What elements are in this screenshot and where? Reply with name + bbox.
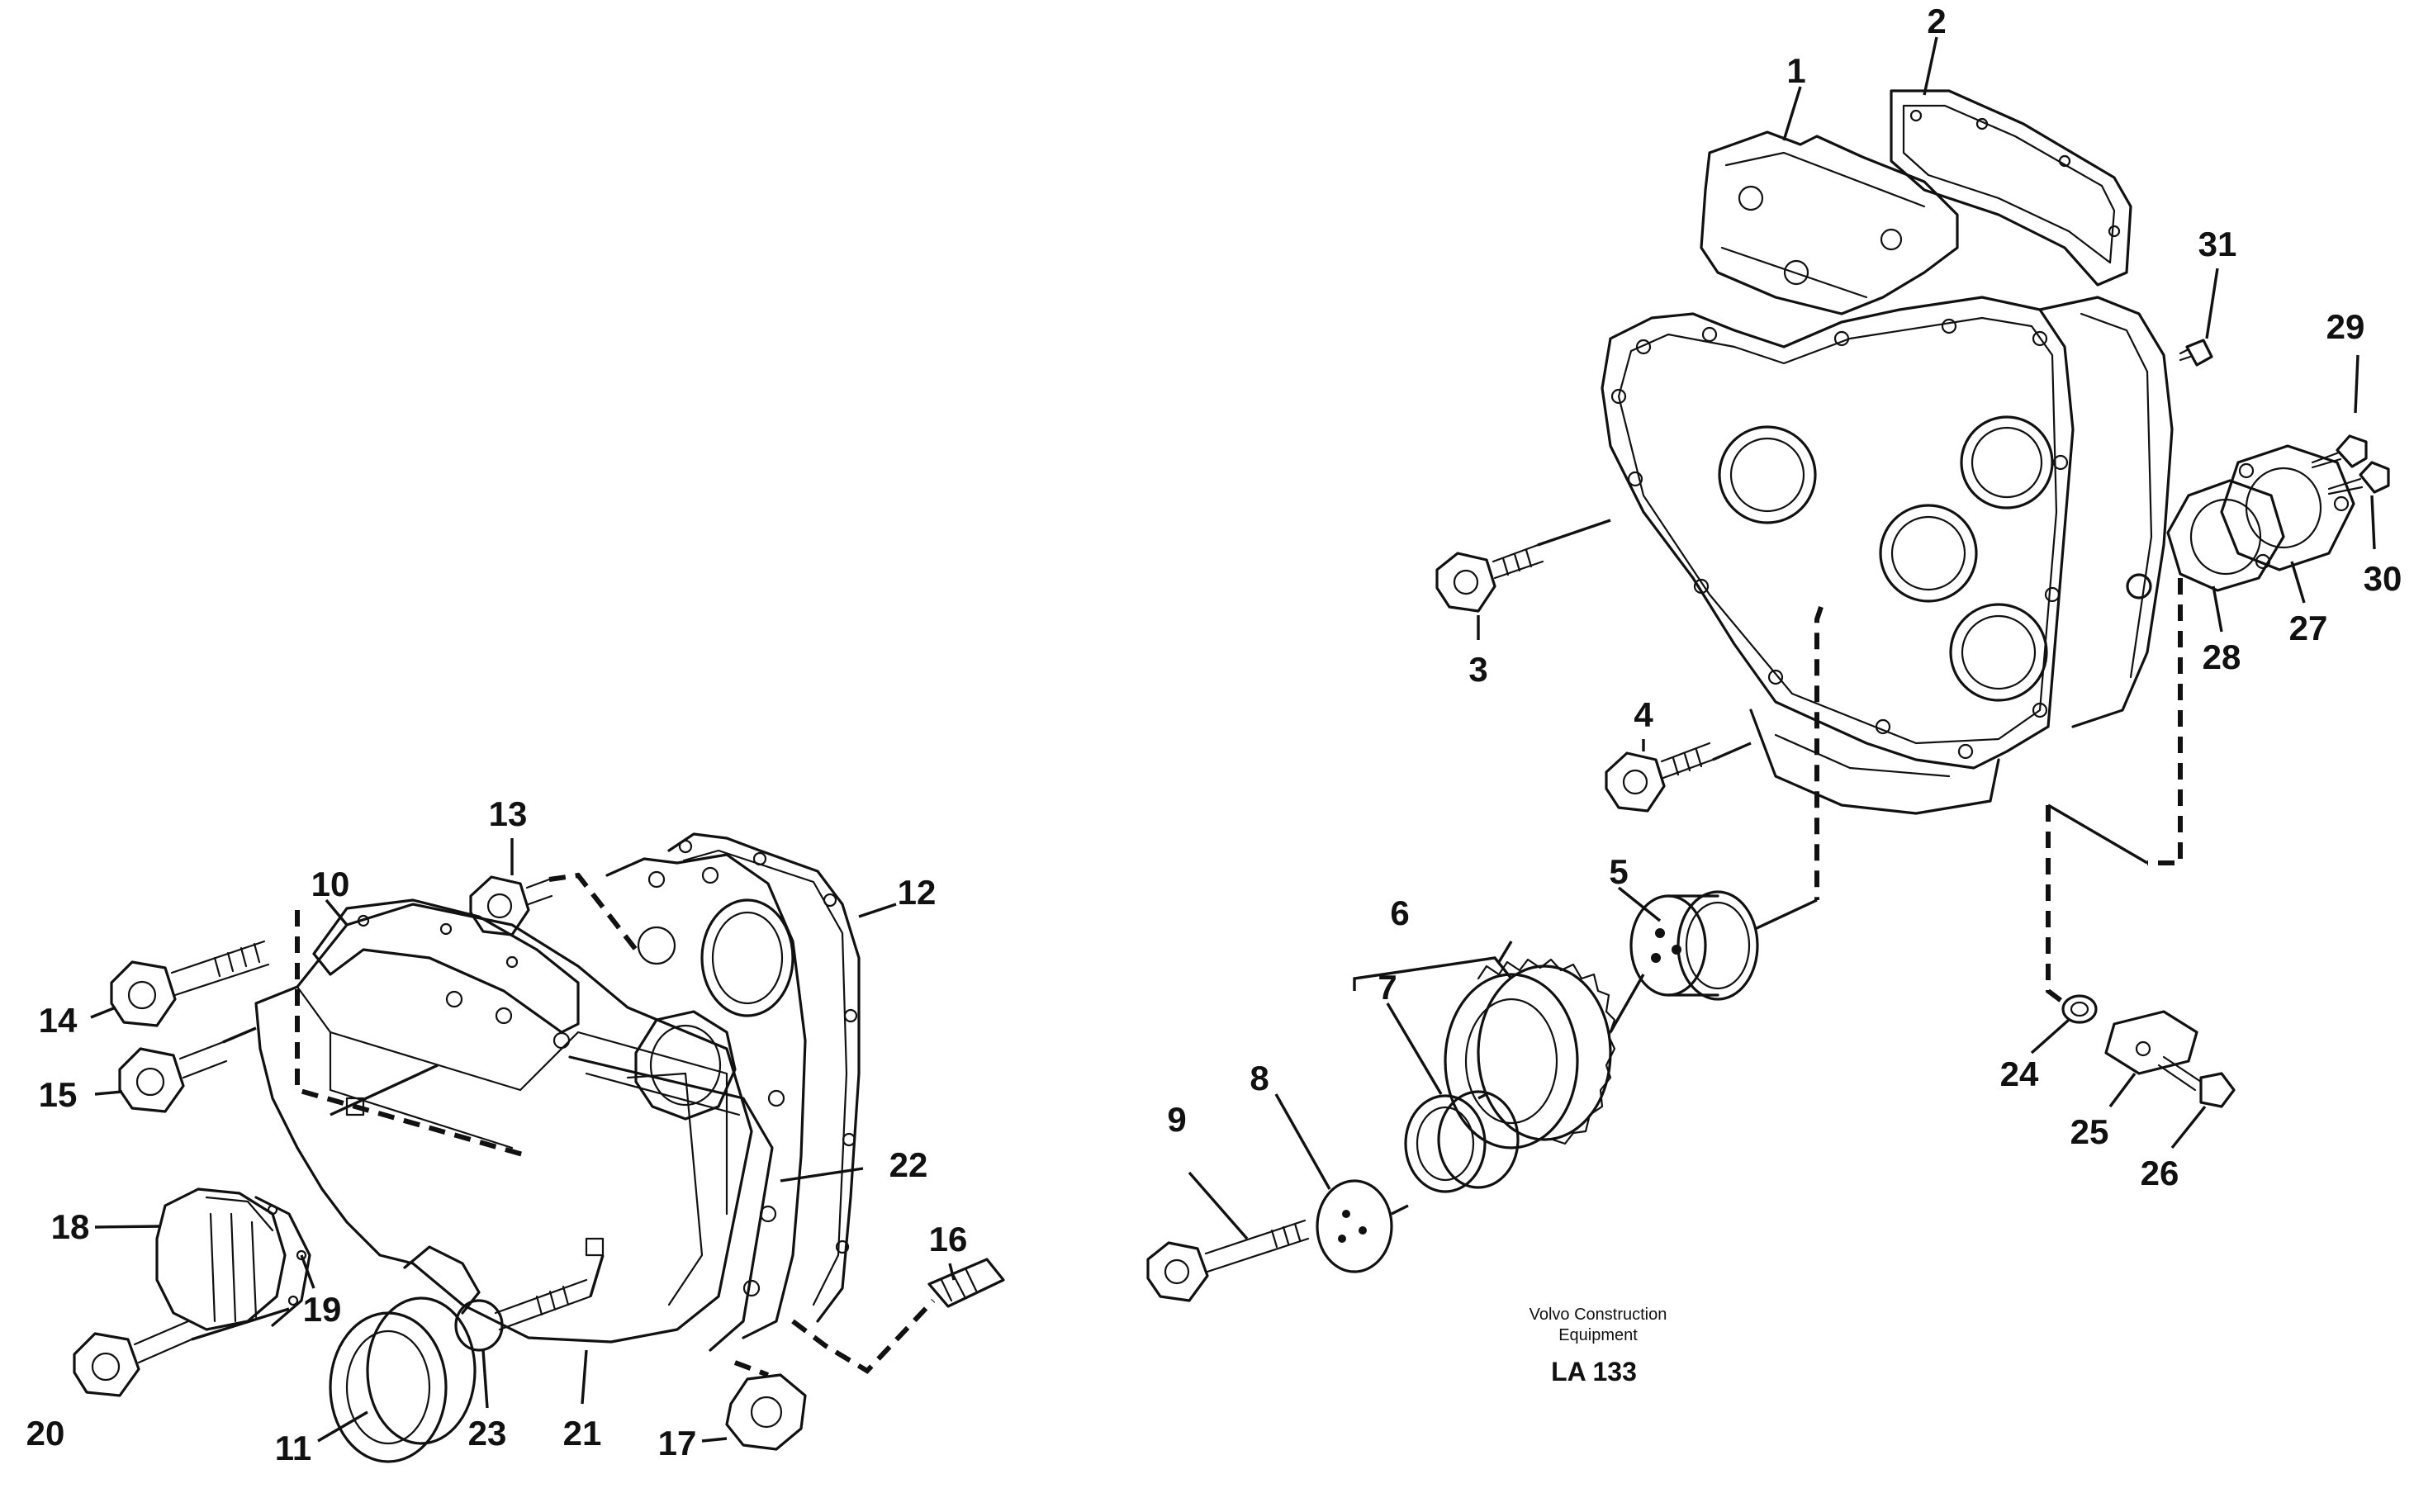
bolt-9	[1146, 1219, 1310, 1302]
callout-25: 25	[2070, 1112, 2109, 1151]
cap-gasket	[254, 1196, 311, 1327]
seal-housing	[634, 1010, 737, 1121]
callout-17: 17	[658, 1424, 697, 1462]
idler-gear	[1444, 958, 1616, 1149]
callout-21: 21	[563, 1414, 602, 1453]
callout-14: 14	[39, 1001, 78, 1040]
front-plate-gasket	[667, 832, 861, 1323]
sensor-flange	[2220, 444, 2355, 571]
drawing-code: LA 133	[1551, 1357, 1637, 1386]
bolt-20	[73, 1320, 193, 1397]
credit-line-2: Equipment	[1558, 1326, 1638, 1344]
callout-23: 23	[468, 1414, 507, 1453]
callout-27: 27	[2289, 609, 2328, 647]
callout-28: 28	[2203, 638, 2241, 676]
callout-12: 12	[898, 873, 937, 912]
bolt-3	[1435, 543, 1544, 613]
bolt-15	[118, 1040, 228, 1113]
callout-4: 4	[1634, 695, 1653, 734]
bolt-30	[2327, 461, 2390, 495]
oil-filler-cap	[155, 1187, 287, 1331]
nut-17	[725, 1373, 807, 1451]
callout-8: 8	[1250, 1059, 1269, 1097]
front-plate	[605, 853, 807, 1339]
timing-gear-casing	[1601, 130, 2174, 815]
credit-block: Volvo Construction Equipment LA 133	[1529, 1306, 1667, 1386]
callout-labels: 1 2 3 4 5 6 7 8 9 10 11 12 13 14 15 16 1…	[26, 2, 2402, 1467]
stud-16	[927, 1258, 1005, 1308]
callout-24: 24	[2000, 1055, 2039, 1093]
callout-11: 11	[275, 1429, 311, 1467]
callout-22: 22	[889, 1145, 928, 1184]
callout-16: 16	[929, 1220, 968, 1258]
callout-3: 3	[1468, 650, 1487, 689]
bolt-26	[2157, 1055, 2236, 1108]
thrust-washer	[1316, 1179, 1393, 1273]
callout-2: 2	[1927, 2, 1946, 40]
callout-30: 30	[2364, 559, 2402, 598]
casing-gasket	[1890, 89, 2132, 287]
bushing	[1404, 1090, 1520, 1193]
bolt-4	[1605, 742, 1714, 813]
bolt-13	[469, 875, 553, 936]
callout-10: 10	[311, 865, 350, 903]
callout-18: 18	[51, 1207, 90, 1246]
callout-15: 15	[39, 1075, 78, 1114]
bolt-23	[454, 1278, 592, 1352]
plug-31	[2179, 339, 2213, 367]
callout-6: 6	[1390, 893, 1409, 932]
callout-26: 26	[2141, 1154, 2179, 1192]
bolt-29	[2311, 434, 2368, 469]
cover-plate-25	[2104, 1010, 2198, 1075]
callout-13: 13	[489, 794, 528, 833]
callout-5: 5	[1609, 852, 1628, 891]
callout-1: 1	[1786, 51, 1805, 90]
flange-gasket	[2166, 479, 2285, 592]
callout-29: 29	[2326, 307, 2365, 346]
idler-hub	[1629, 890, 1759, 1001]
crank-seal	[329, 1296, 477, 1463]
callout-19: 19	[303, 1290, 342, 1329]
washer-24	[2061, 994, 2098, 1024]
bolt-14	[110, 940, 270, 1027]
credit-line-1: Volvo Construction	[1529, 1306, 1667, 1324]
callout-9: 9	[1167, 1100, 1186, 1139]
callout-20: 20	[26, 1414, 65, 1453]
callout-31: 31	[2198, 225, 2237, 263]
cover-top-gasket	[312, 898, 580, 1034]
callout-7: 7	[1378, 968, 1397, 1007]
